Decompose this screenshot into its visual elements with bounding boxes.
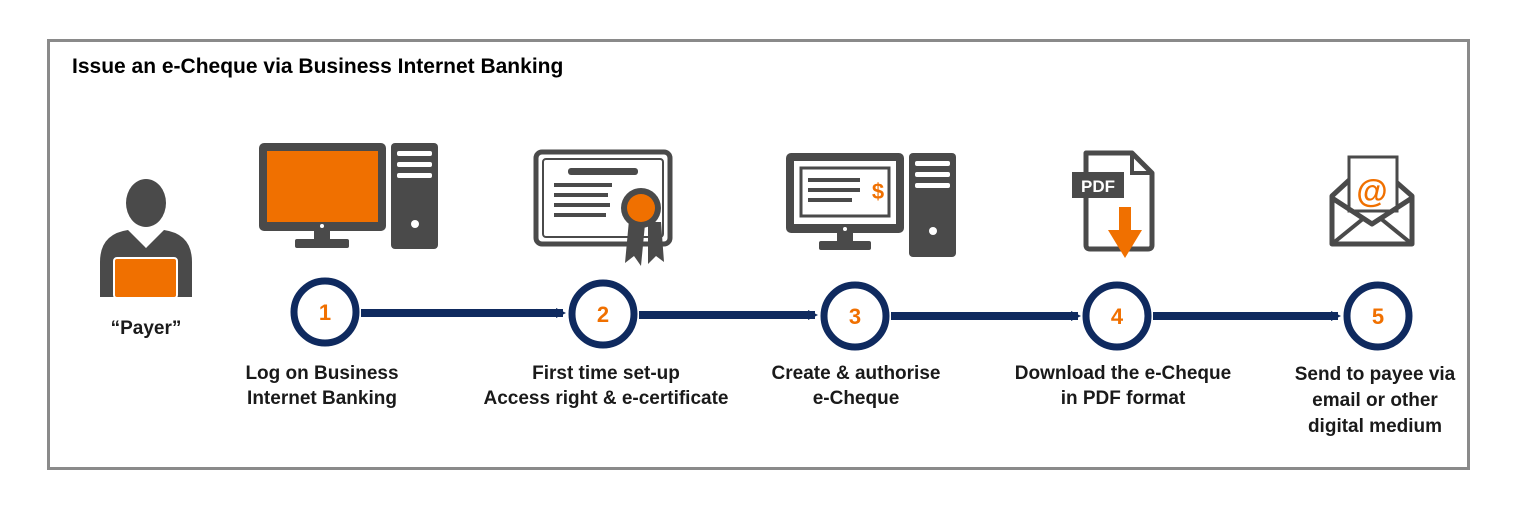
step-label-2-line-1: First time set-up — [532, 363, 680, 384]
email-envelope-icon: @ — [1329, 155, 1415, 247]
step-circle-3: 3 — [820, 281, 890, 351]
step-label-3-line-2: e-Cheque — [812, 388, 900, 409]
step-label-1-line-1: Log on Business — [245, 363, 399, 384]
step-circle-2: 2 — [568, 279, 638, 349]
step-label-4-line-2: in PDF format — [1060, 388, 1186, 409]
step-label-5-line-1: Send to payee via — [1294, 364, 1456, 385]
step-number-1: 1 — [319, 300, 331, 325]
diagram-frame — [47, 39, 1470, 470]
payer-icon — [100, 179, 192, 299]
step-label-5-line-2: email or other — [1312, 390, 1438, 411]
at-symbol-icon: @ — [1356, 173, 1387, 209]
dollar-icon: $ — [872, 179, 884, 204]
pdf-label: PDF — [1081, 177, 1115, 196]
step-number-3: 3 — [849, 304, 861, 329]
step-label-2: First time set-up Access right & e-certi… — [466, 361, 746, 411]
step-label-1-line-2: Internet Banking — [247, 388, 397, 409]
step-label-5-line-3: digital medium — [1307, 416, 1443, 437]
step-label-4-line-1: Download the e-Cheque — [1014, 363, 1232, 384]
step-number-2: 2 — [597, 302, 609, 327]
step-label-2-line-2: Access right & e-certificate — [483, 388, 729, 409]
computer-cheque-icon: $ — [786, 153, 956, 257]
payer-label: “Payer” — [110, 318, 182, 339]
step-label-1: Log on Business Internet Banking — [212, 361, 432, 411]
desktop-computer-icon — [259, 143, 438, 249]
step-number-5: 5 — [1372, 304, 1384, 329]
step-number-4: 4 — [1111, 304, 1124, 329]
certificate-icon — [533, 149, 673, 266]
step-label-4: Download the e-Cheque in PDF format — [993, 361, 1253, 411]
step-circle-4: 4 — [1082, 281, 1152, 351]
step-label-5: Send to payee via email or other digital… — [1275, 362, 1475, 440]
step-circle-5: 5 — [1343, 281, 1413, 351]
step-label-3: Create & authorise e-Cheque — [746, 361, 966, 411]
step-label-3-line-1: Create & authorise — [771, 363, 941, 384]
pdf-download-icon: PDF — [1072, 150, 1155, 258]
step-circle-1: 1 — [290, 277, 360, 347]
diagram-title: Issue an e-Cheque via Business Internet … — [72, 55, 564, 78]
